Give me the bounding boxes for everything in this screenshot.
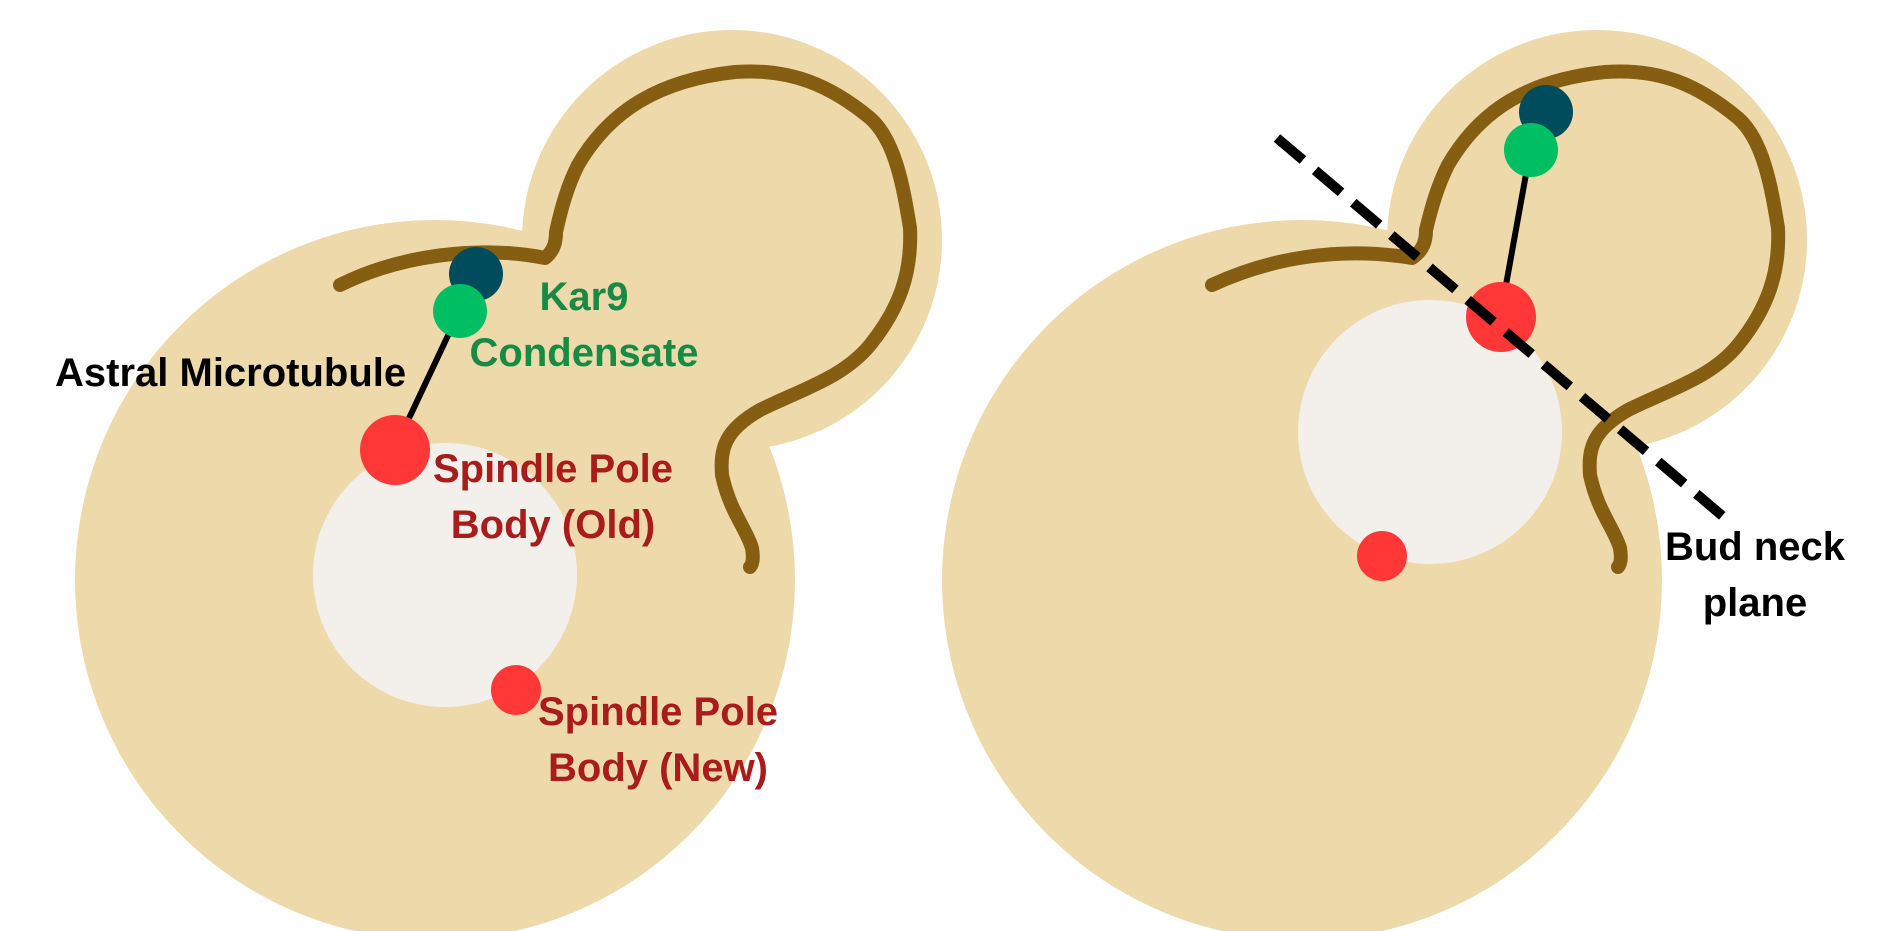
left-spb-new-dot <box>491 665 541 715</box>
right-spb-old-dot <box>1466 282 1536 352</box>
bud-neck-label-line1: Bud neck <box>1665 525 1846 569</box>
left-spb-old-dot <box>360 415 430 485</box>
astral-microtubule-label: Astral Microtubule <box>55 351 406 395</box>
spb-new-label-line1: Spindle Pole <box>538 690 778 734</box>
right-condensate-dot <box>1504 123 1558 177</box>
spb-new-label-line2: Body (New) <box>548 746 768 790</box>
right-spb-new-dot <box>1357 531 1407 581</box>
left-bud-cell <box>522 30 942 450</box>
spb-old-label-line1: Spindle Pole <box>433 447 673 491</box>
bud-neck-label-line2: plane <box>1703 581 1807 625</box>
left-panel: Kar9 Condensate Astral Microtubule Spind… <box>55 30 942 931</box>
kar9-label: Kar9 <box>540 275 629 319</box>
left-condensate-dot <box>433 284 487 338</box>
spb-old-label-line2: Body (Old) <box>451 503 655 547</box>
right-panel: Bud neck plane <box>942 30 1846 931</box>
condensate-label: Condensate <box>470 331 699 375</box>
